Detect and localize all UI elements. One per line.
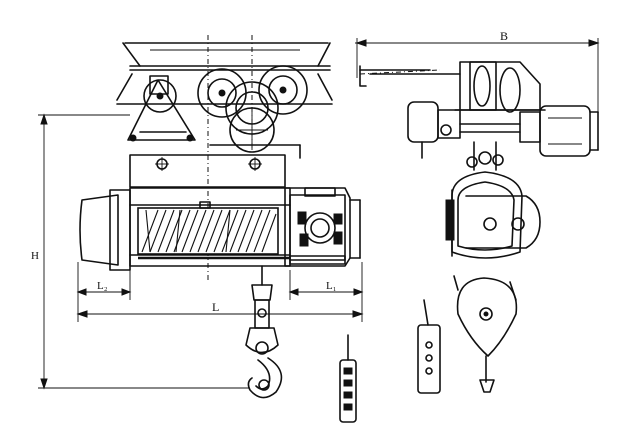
l1-dimension-label: L₁ [326, 280, 337, 292]
suspension-plate [129, 144, 301, 188]
h-dimension-line [38, 113, 250, 390]
pendant-control [339, 334, 357, 423]
l-dimension-label: L [212, 300, 220, 314]
side-motor-left [407, 101, 521, 159]
h-dimension-label: H [31, 250, 39, 262]
side-rail-beam [359, 61, 546, 113]
hoist-body [79, 187, 361, 271]
trolley-side-bracket [127, 75, 196, 142]
side-motor-right [519, 105, 599, 157]
length-dimensions [76, 262, 364, 322]
side-view [355, 38, 600, 394]
b-dimension-line [355, 38, 600, 120]
wire-rope-drum [141, 209, 277, 253]
trolley-wheels [143, 65, 308, 153]
b-dimension-label: B [500, 29, 509, 43]
side-hook-block [453, 275, 518, 393]
l2-dimension-label: L₂ [97, 280, 108, 292]
front-view [38, 35, 364, 423]
side-pendant-control [417, 299, 441, 394]
hook-block [245, 265, 283, 399]
side-drum-section [445, 141, 541, 259]
